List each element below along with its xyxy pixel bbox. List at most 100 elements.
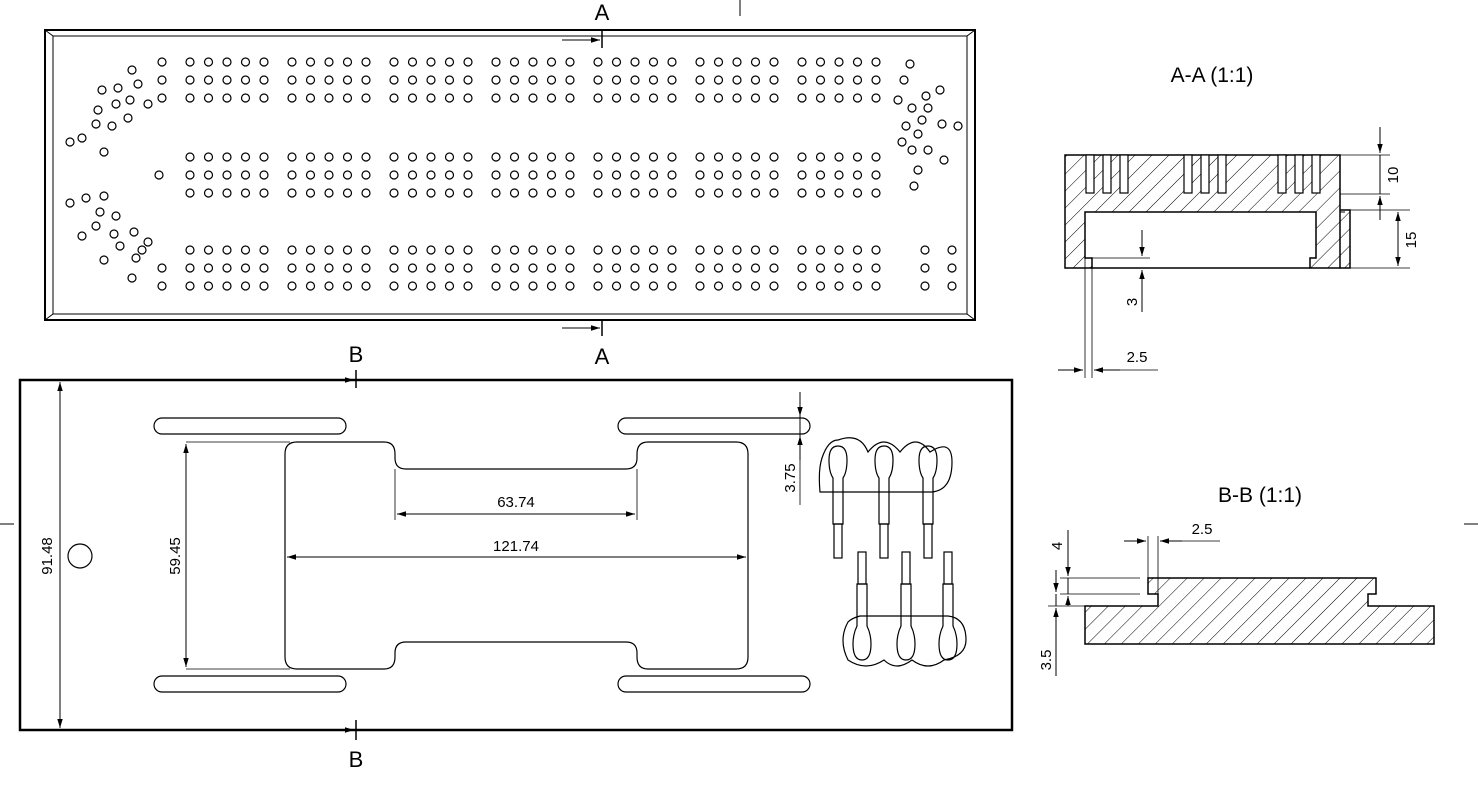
peg-hole xyxy=(324,188,334,198)
peg-hole xyxy=(444,245,455,255)
peg-hole xyxy=(611,57,622,67)
peg-hole xyxy=(648,245,659,255)
peg-hole xyxy=(305,170,316,180)
peg-hole xyxy=(732,170,742,180)
peg-hole xyxy=(407,152,418,162)
dim-aa-step-label: 3 xyxy=(1124,298,1141,306)
peg-hole xyxy=(287,93,297,103)
peg-hole xyxy=(444,170,455,180)
peg-hole xyxy=(713,93,724,103)
peg-hole xyxy=(113,83,123,93)
peg-hole xyxy=(342,93,353,103)
dim-pocket-width: 121.74 xyxy=(287,538,746,560)
peg-hole xyxy=(528,245,538,255)
peg-hole xyxy=(426,170,436,180)
peg-hole xyxy=(920,263,930,273)
peg-hole xyxy=(797,93,807,103)
peg-hole-pattern xyxy=(65,57,963,291)
peg-hole xyxy=(871,263,881,273)
peg xyxy=(874,445,894,525)
peg-hole xyxy=(491,93,501,103)
peg-hole xyxy=(185,152,195,162)
peg-hole xyxy=(750,170,761,180)
peg-hole xyxy=(444,152,455,162)
peg-hole xyxy=(897,137,907,147)
peg-hole xyxy=(630,93,640,103)
peg-hole xyxy=(509,57,520,67)
peg-hole xyxy=(565,170,575,180)
peg-hole xyxy=(834,57,844,67)
peg-hole xyxy=(259,245,269,255)
peg-hole xyxy=(509,263,520,273)
peg-hole xyxy=(361,245,371,255)
peg-hole xyxy=(361,93,371,103)
peg-hole xyxy=(143,237,153,247)
peg-hole xyxy=(565,281,575,291)
peg-hole xyxy=(444,263,455,273)
peg-hole xyxy=(185,57,195,67)
peg-stem xyxy=(879,523,889,559)
peg-hole xyxy=(815,93,826,103)
peg-hole xyxy=(463,170,473,180)
peg-hole xyxy=(947,263,957,273)
peg-hole xyxy=(630,57,640,67)
peg-hole xyxy=(389,93,399,103)
peg-hole xyxy=(732,152,742,162)
peg-hole xyxy=(750,152,761,162)
peg-hole xyxy=(769,75,779,85)
peg-hole xyxy=(695,75,705,85)
peg-hole xyxy=(463,152,473,162)
peg-hole xyxy=(444,281,455,291)
peg-hole xyxy=(287,170,297,180)
peg-hole xyxy=(713,263,724,273)
peg-hole xyxy=(342,75,353,85)
peg-hole xyxy=(115,241,125,251)
peg-hole xyxy=(463,281,473,291)
peg-hole xyxy=(99,191,109,201)
peg-hole xyxy=(222,245,232,255)
peg-hole xyxy=(426,281,436,291)
peg-hole xyxy=(769,152,779,162)
peg-hole xyxy=(463,188,473,198)
peg-hole xyxy=(920,245,930,255)
peg-hole xyxy=(797,245,807,255)
dim-pocket-width-label: 121.74 xyxy=(493,538,539,555)
peg-hole xyxy=(546,93,557,103)
peg-slot xyxy=(1102,154,1112,194)
peg-hole xyxy=(834,152,844,162)
peg-hole xyxy=(509,188,520,198)
peg-hole xyxy=(185,281,195,291)
slot-top-left xyxy=(153,417,347,435)
peg-hole xyxy=(611,245,622,255)
peg-hole xyxy=(91,221,101,231)
peg-hole xyxy=(815,57,826,67)
peg-hole xyxy=(342,57,353,67)
dim-aa-height-top-label: 10 xyxy=(1385,167,1402,184)
peg-hole xyxy=(222,57,232,67)
peg-hole xyxy=(732,57,742,67)
peg-hole xyxy=(259,281,269,291)
peg-hole xyxy=(695,281,705,291)
peg-hole xyxy=(528,152,538,162)
peg-hole xyxy=(565,57,575,67)
peg-hole xyxy=(815,263,826,273)
peg-hole xyxy=(939,155,949,165)
peg-hole xyxy=(203,170,214,180)
peg-hole xyxy=(667,263,677,273)
dim-bb-base-label: 3.5 xyxy=(1038,650,1055,671)
peg-stem xyxy=(857,551,867,585)
peg-hole xyxy=(109,229,119,239)
peg-hole xyxy=(259,152,269,162)
peg-hole xyxy=(695,170,705,180)
peg-hole xyxy=(426,245,436,255)
peg-hole xyxy=(259,188,269,198)
peg-hole xyxy=(750,57,761,67)
peg-hole xyxy=(203,93,214,103)
peg-hole xyxy=(407,75,418,85)
peg-hole xyxy=(797,281,807,291)
peg-hole xyxy=(713,245,724,255)
peg-hole xyxy=(947,245,957,255)
peg-hole xyxy=(565,263,575,273)
peg-hole xyxy=(509,152,520,162)
peg-hole xyxy=(750,188,761,198)
